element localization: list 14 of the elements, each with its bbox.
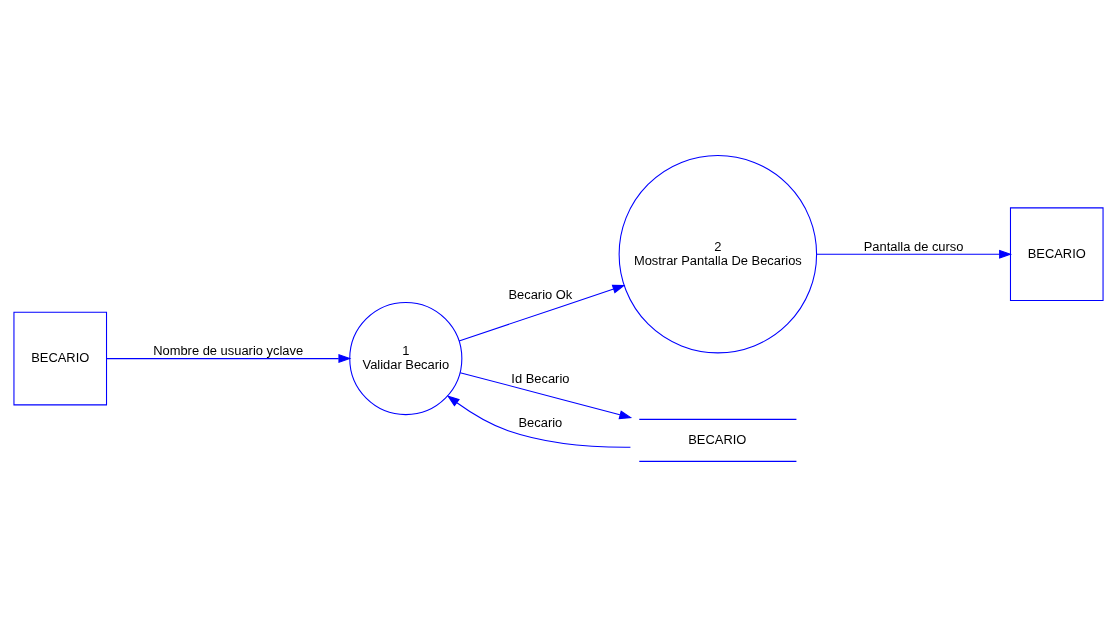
arrow	[446, 395, 631, 448]
edge-label: Id Becario	[511, 370, 570, 386]
node-circle: 2 Mostrar Pantalla De Becarios	[618, 154, 818, 354]
edge-label: Nombre de usuario yclave	[153, 342, 304, 358]
node-box: BECARIO	[1009, 207, 1104, 301]
edge-label: Becario	[518, 415, 563, 431]
arrow	[458, 284, 626, 342]
arrow	[459, 372, 633, 420]
node-text: BECARIO	[688, 432, 747, 448]
arrow	[816, 249, 1013, 259]
edge-label: Pantalla de curso	[863, 238, 964, 254]
node-box: BECARIO	[13, 311, 108, 406]
edge-label: Becario Ok	[508, 286, 573, 302]
arrow	[106, 354, 352, 364]
